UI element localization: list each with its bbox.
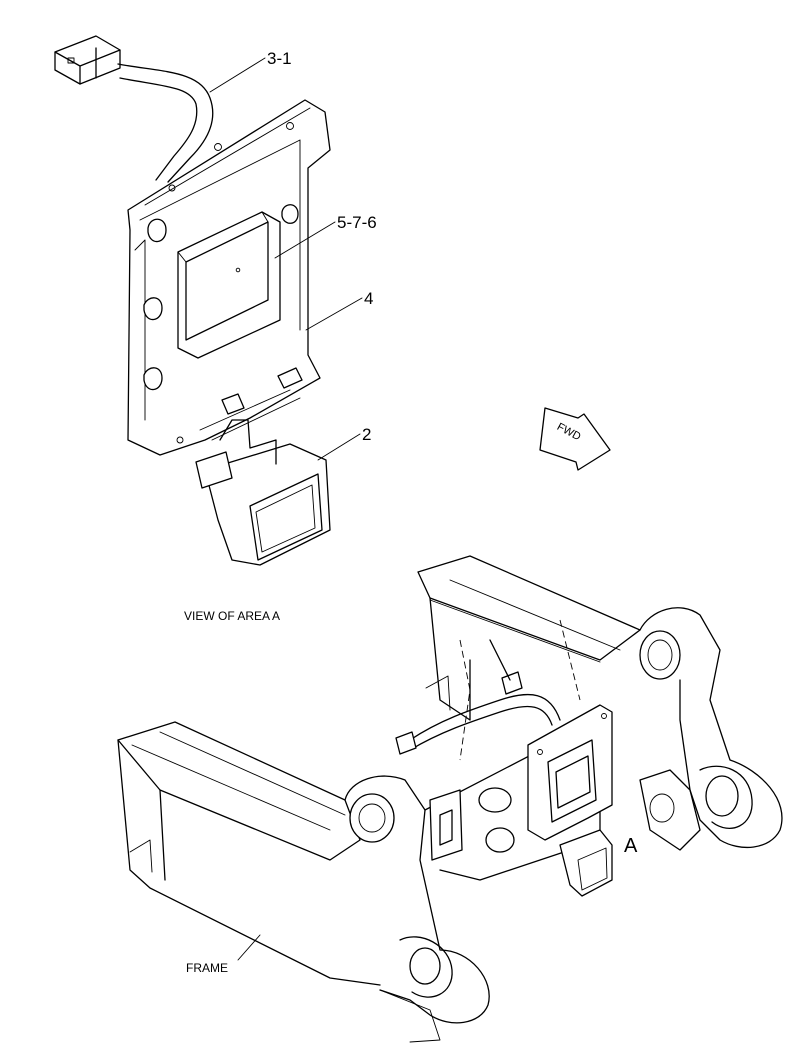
ecm-module	[177, 211, 281, 359]
frame-assembly	[117, 555, 783, 1043]
frame-leader	[237, 934, 261, 961]
area-a-marker: A	[624, 835, 638, 857]
callout-leaders	[209, 57, 363, 461]
callout-4: 4	[364, 289, 373, 308]
callout-3-1: 3-1	[267, 49, 292, 68]
frame-label: FRAME	[186, 961, 228, 975]
mounting-bracket	[127, 99, 331, 456]
connector-plug	[54, 35, 121, 85]
callout-5-7-6: 5-7-6	[337, 213, 377, 232]
ecm-assembly-on-frame	[527, 704, 613, 897]
wiring-harness	[117, 63, 214, 183]
view-title: VIEW OF AREA A	[184, 609, 280, 623]
fwd-arrow-icon: FWD	[539, 407, 611, 471]
sensor-unit	[195, 419, 331, 566]
callout-2: 2	[362, 425, 371, 444]
